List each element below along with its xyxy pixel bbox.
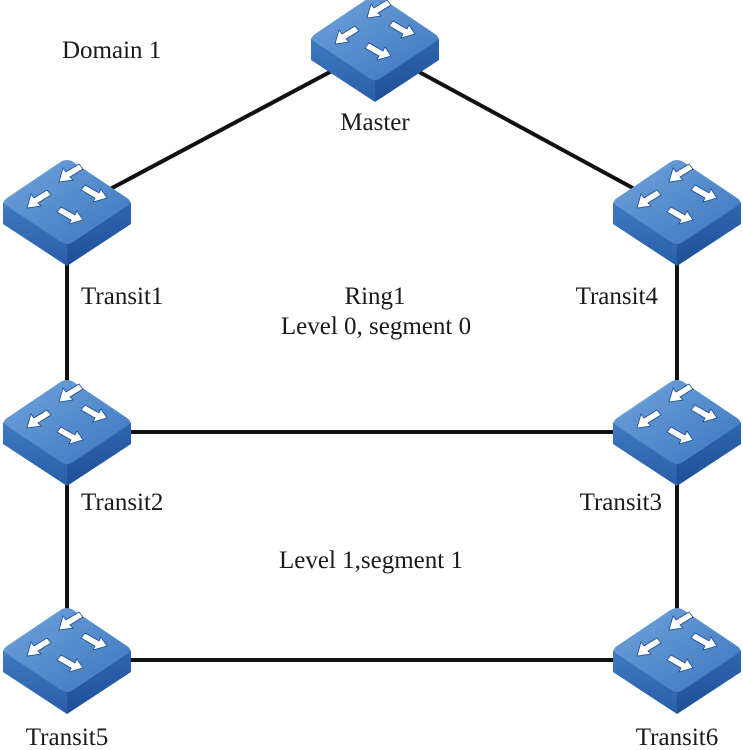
switch-icon[interactable] [2,379,132,487]
node-label: Transit2 [81,489,163,516]
node-transit1[interactable]: Transit1 [2,159,163,310]
node-label: Master [340,109,410,136]
node-label: Transit6 [636,724,718,750]
node-label: Transit5 [26,724,108,750]
ring-level-label: Level 0, segment 0 [281,313,471,340]
node-transit2[interactable]: Transit2 [2,379,163,516]
ring-label: Ring1 [344,283,405,310]
node-master[interactable]: Master [310,0,440,136]
switch-icon[interactable] [310,0,440,103]
node-transit6[interactable]: Transit6 [612,607,742,750]
domain-label: Domain 1 [62,37,161,64]
switch-icon[interactable] [612,159,742,267]
sub-ring-level-label: Level 1,segment 1 [279,547,463,574]
node-label: Transit1 [81,283,163,310]
switch-icon[interactable] [2,607,132,715]
switch-icon[interactable] [612,607,742,715]
node-transit5[interactable]: Transit5 [2,607,132,750]
node-transit3[interactable]: Transit3 [580,379,742,516]
node-label: Transit4 [576,283,659,310]
link-master-transit1 [66,46,376,214]
node-transit4[interactable]: Transit4 [576,159,742,310]
link-master-transit4 [374,46,678,214]
switch-icon[interactable] [2,159,132,267]
node-label: Transit3 [580,489,662,516]
switch-icon[interactable] [612,379,742,487]
